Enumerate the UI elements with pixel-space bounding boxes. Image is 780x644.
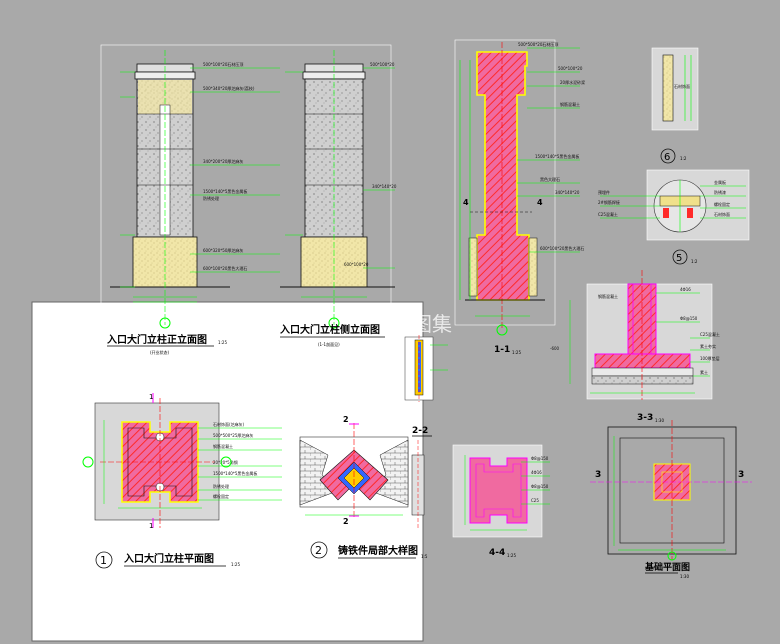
svg-text:500*100*20石材压顶: 500*100*20石材压顶 — [203, 61, 243, 67]
side-elevation-title: 入口大门立柱侧立面图 — [280, 323, 380, 336]
svg-text:石材饰面: 石材饰面 — [714, 211, 730, 217]
svg-text:素土: 素土 — [700, 369, 708, 375]
detail-5: 预埋件 2#钢筋焊接 C25混凝土 金属板 防锈漆 螺栓固定 石材饰面 5 1:… — [598, 169, 750, 265]
svg-text:C25混凝土: C25混凝土 — [700, 331, 720, 337]
svg-text:钢筋混凝土: 钢筋混凝土 — [598, 293, 618, 299]
svg-text:2#钢筋焊接: 2#钢筋焊接 — [598, 199, 620, 205]
cut-marker-1-top: 1 — [149, 393, 153, 401]
svg-text:20厚水泥砂浆: 20厚水泥砂浆 — [560, 79, 585, 85]
side-elevation-subtitle: (1-1剖面见) — [318, 341, 340, 347]
svg-text:C25混凝土: C25混凝土 — [598, 211, 618, 217]
svg-text:1500*140*5黑色金属板: 1500*140*5黑色金属板 — [203, 188, 247, 194]
watermark: 图集 — [412, 312, 452, 336]
column-plan-title: 入口大门立柱平面图 — [124, 552, 214, 565]
svg-text:螺栓固定: 螺栓固定 — [213, 493, 229, 499]
svg-text:C25: C25 — [531, 498, 539, 503]
svg-text:340*140*20: 340*140*20 — [555, 190, 580, 195]
foundation-plan: 3 3 — [590, 420, 752, 561]
foundation-plan-title: 基础平面图 — [644, 561, 690, 573]
svg-text:1500*140*5黑色金属板: 1500*140*5黑色金属板 — [535, 153, 579, 159]
cut-marker-4-left: 4 — [463, 198, 469, 207]
svg-text:防锈处理: 防锈处理 — [213, 483, 229, 489]
detail-6: 石材饰面 6 1:2 — [651, 47, 699, 164]
cast-iron-detail-title: 铸铁件局部大样图 — [338, 544, 418, 557]
detail-6-number: 6 — [664, 152, 670, 163]
svg-text:黑色大理石: 黑色大理石 — [540, 176, 560, 182]
column-plan-number: 1 — [100, 554, 107, 567]
front-elevation-scale: 1:25 — [218, 340, 227, 345]
svg-text:素土夯实: 素土夯实 — [700, 343, 716, 349]
svg-text:100厚垫层: 100厚垫层 — [700, 355, 720, 361]
svg-text:1500*140*5黑色金属板: 1500*140*5黑色金属板 — [213, 470, 257, 476]
front-elevation: 500*100*20石材压顶 500*340*20厚芝麻灰(荔枝) 340*20… — [100, 44, 392, 325]
svg-text:4Φ16: 4Φ16 — [531, 470, 542, 475]
detail-5-scale: 1:2 — [691, 259, 698, 264]
svg-text:Φ8@150: Φ8@150 — [531, 484, 549, 489]
svg-text:-600: -600 — [550, 346, 560, 351]
svg-text:600*100*20: 600*100*20 — [344, 262, 369, 267]
cut-marker-3-left: 3 — [595, 470, 601, 480]
section-3-3-scale: 1:30 — [655, 418, 664, 423]
front-elevation-title: 入口大门立柱正立面图 — [107, 333, 207, 346]
cast-iron-detail: 2 2 — [299, 415, 409, 526]
svg-text:预埋件: 预埋件 — [598, 189, 610, 195]
section-2-2 — [404, 335, 448, 530]
section-3-3: 4Φ16 Φ8@150 C25混凝土 素土夯实 100厚垫层 素土 钢筋混凝土 … — [550, 270, 720, 400]
svg-text:防锈处理: 防锈处理 — [203, 195, 219, 201]
svg-text:600*100*20黑色大理石: 600*100*20黑色大理石 — [540, 245, 584, 251]
svg-text:500*100*20: 500*100*20 — [370, 62, 395, 67]
cast-iron-detail-number: 2 — [315, 544, 322, 557]
svg-text:金属板: 金属板 — [714, 179, 726, 185]
svg-text:500*340*20厚芝麻灰(荔枝): 500*340*20厚芝麻灰(荔枝) — [203, 85, 255, 91]
svg-text:20*20*5角钢: 20*20*5角钢 — [213, 459, 238, 465]
section-1-1-title: 1-1 — [494, 345, 510, 355]
svg-text:340*200*20厚芝麻灰: 340*200*20厚芝麻灰 — [203, 158, 243, 164]
cut-marker-4-right: 4 — [537, 198, 543, 207]
column-plan-scale: 1:25 — [231, 562, 240, 567]
column-plan: 石材饰面(芝麻灰) 500*500*25厚芝麻灰 钢筋混凝土 20*20*5角钢… — [82, 393, 282, 530]
section-4-4-scale: 1:25 — [507, 553, 516, 558]
section-3-3-title: 3-3 — [637, 413, 653, 423]
svg-text:500*500*25厚芝麻灰: 500*500*25厚芝麻灰 — [213, 432, 253, 438]
side-elevation: 500*100*20 340*140*20 600*100*20 — [280, 50, 397, 325]
svg-text:防锈漆: 防锈漆 — [714, 189, 726, 195]
cut-marker-3-right: 3 — [738, 470, 744, 480]
detail-5-number: 5 — [676, 253, 682, 264]
svg-text:螺栓固定: 螺栓固定 — [714, 201, 730, 207]
section-2-2-title: 2-2 — [412, 426, 428, 436]
section-1-1: 500*500*20石材压顶 500*100*20 20厚水泥砂浆 钢筋混凝土 … — [454, 39, 585, 336]
svg-text:石材饰面(芝麻灰): 石材饰面(芝麻灰) — [213, 421, 245, 427]
section-1-1-scale: 1:25 — [512, 350, 521, 355]
svg-text:340*140*20: 340*140*20 — [372, 184, 397, 189]
svg-text:500*100*20: 500*100*20 — [558, 66, 583, 71]
svg-text:钢筋混凝土: 钢筋混凝土 — [560, 101, 580, 107]
cut-marker-2-top: 2 — [343, 415, 349, 424]
svg-text:600*100*20黑色大理石: 600*100*20黑色大理石 — [203, 265, 247, 271]
svg-text:500*500*20石材压顶: 500*500*20石材压顶 — [518, 41, 558, 47]
cut-marker-1-bottom: 1 — [149, 522, 153, 530]
foundation-plan-scale: 1:30 — [680, 574, 689, 579]
svg-text:石材饰面: 石材饰面 — [674, 83, 690, 89]
detail-6-scale: 1:2 — [680, 156, 687, 161]
front-elevation-subtitle: (开业状态) — [150, 349, 170, 355]
cut-marker-2-bottom: 2 — [343, 517, 349, 526]
svg-text:Φ8@150: Φ8@150 — [531, 456, 549, 461]
svg-text:Φ8@150: Φ8@150 — [680, 316, 698, 321]
section-4-4-title: 4-4 — [489, 548, 505, 558]
cast-iron-detail-scale: 1:5 — [421, 554, 428, 559]
svg-text:钢筋混凝土: 钢筋混凝土 — [213, 443, 233, 449]
svg-text:4Φ16: 4Φ16 — [680, 287, 691, 292]
svg-text:600*320*50厚芝麻灰: 600*320*50厚芝麻灰 — [203, 247, 243, 253]
section-4-4: Φ8@150 4Φ16 Φ8@150 C25 — [452, 444, 550, 538]
